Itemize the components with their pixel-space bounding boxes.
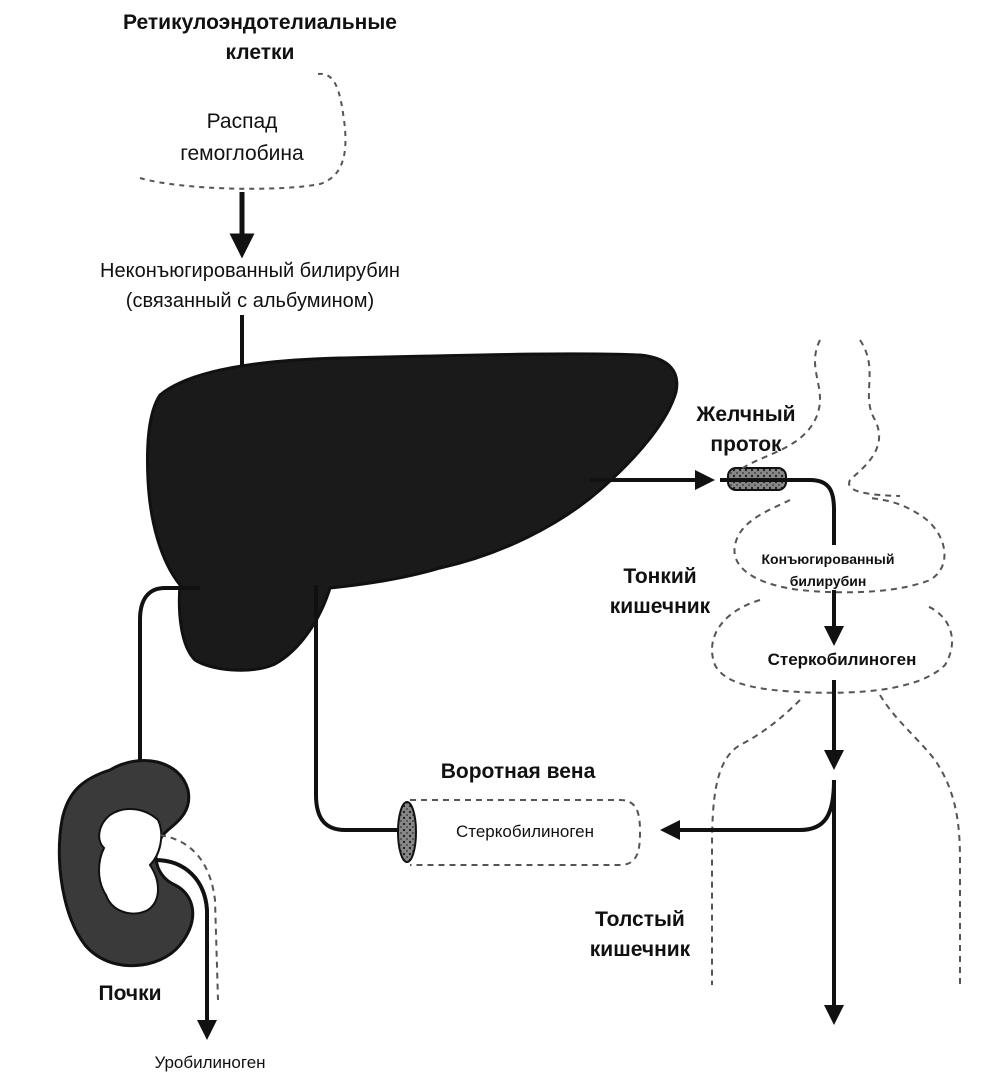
small-intestine-label: Тонкий кишечник [609, 565, 711, 618]
portal-vein-label: Воротная вена [440, 760, 596, 783]
liver-shape [146, 352, 679, 672]
urobilinogen-label: Уробилиноген [154, 1053, 266, 1072]
small-intestine-outline-right [848, 339, 901, 497]
large-intestine-label: Толстый кишечник [589, 908, 691, 961]
unconjugated-bilirubin-label: Неконъюгированный билирубин (связанный с… [100, 260, 400, 312]
small-intestine-loop-2 [711, 599, 954, 694]
kidney-pelvis [98, 808, 163, 915]
ureter-outline [159, 834, 219, 1001]
line-portal-vein-to-liver [314, 585, 398, 832]
arrow-intestine-to-portal-vein [660, 779, 836, 840]
arrow-liver-to-kidneys [130, 586, 200, 850]
stercobilinogen-intestine-label: Стеркобилиноген [767, 650, 917, 669]
hemoglobin-breakdown-label: Распад гемоглобина [180, 110, 304, 165]
portal-vein-outline [410, 799, 642, 866]
small-intestine-outline-left [739, 339, 821, 471]
portal-vein-end [397, 801, 417, 863]
intestinal-flow-line [720, 478, 836, 545]
stercobilinogen-portal-label: Стеркобилиноген [455, 822, 595, 841]
re-cells-label: Ретикулоэндотелиальные клетки [123, 11, 397, 64]
large-intestine-outline-left [711, 699, 801, 985]
conjugated-bilirubin-label: Конъюгированный билирубин [761, 551, 895, 589]
bile-duct-label: Желчный проток [696, 403, 796, 456]
kidneys-label: Почки [98, 982, 162, 1005]
arrow-kidney-to-urobilinogen [154, 858, 217, 1040]
large-intestine-outline-right [879, 694, 961, 985]
